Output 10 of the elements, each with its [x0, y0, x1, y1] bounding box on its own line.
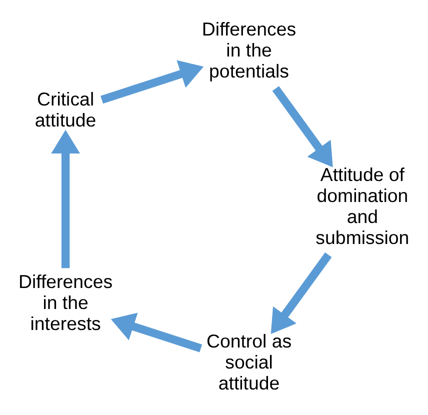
- node-text: Differences in the interests: [18, 270, 113, 334]
- node-text: Differences in the potentials: [202, 18, 296, 81]
- node-text: Critical attitude: [34, 88, 96, 130]
- arrow: [272, 86, 333, 167]
- arrow: [270, 252, 332, 334]
- node-text: Control as social attitude: [206, 330, 292, 394]
- node-text: Attitude of domination and submission: [316, 163, 410, 248]
- arrow: [110, 312, 202, 352]
- arrow: [100, 60, 204, 104]
- arrow: [51, 129, 80, 268]
